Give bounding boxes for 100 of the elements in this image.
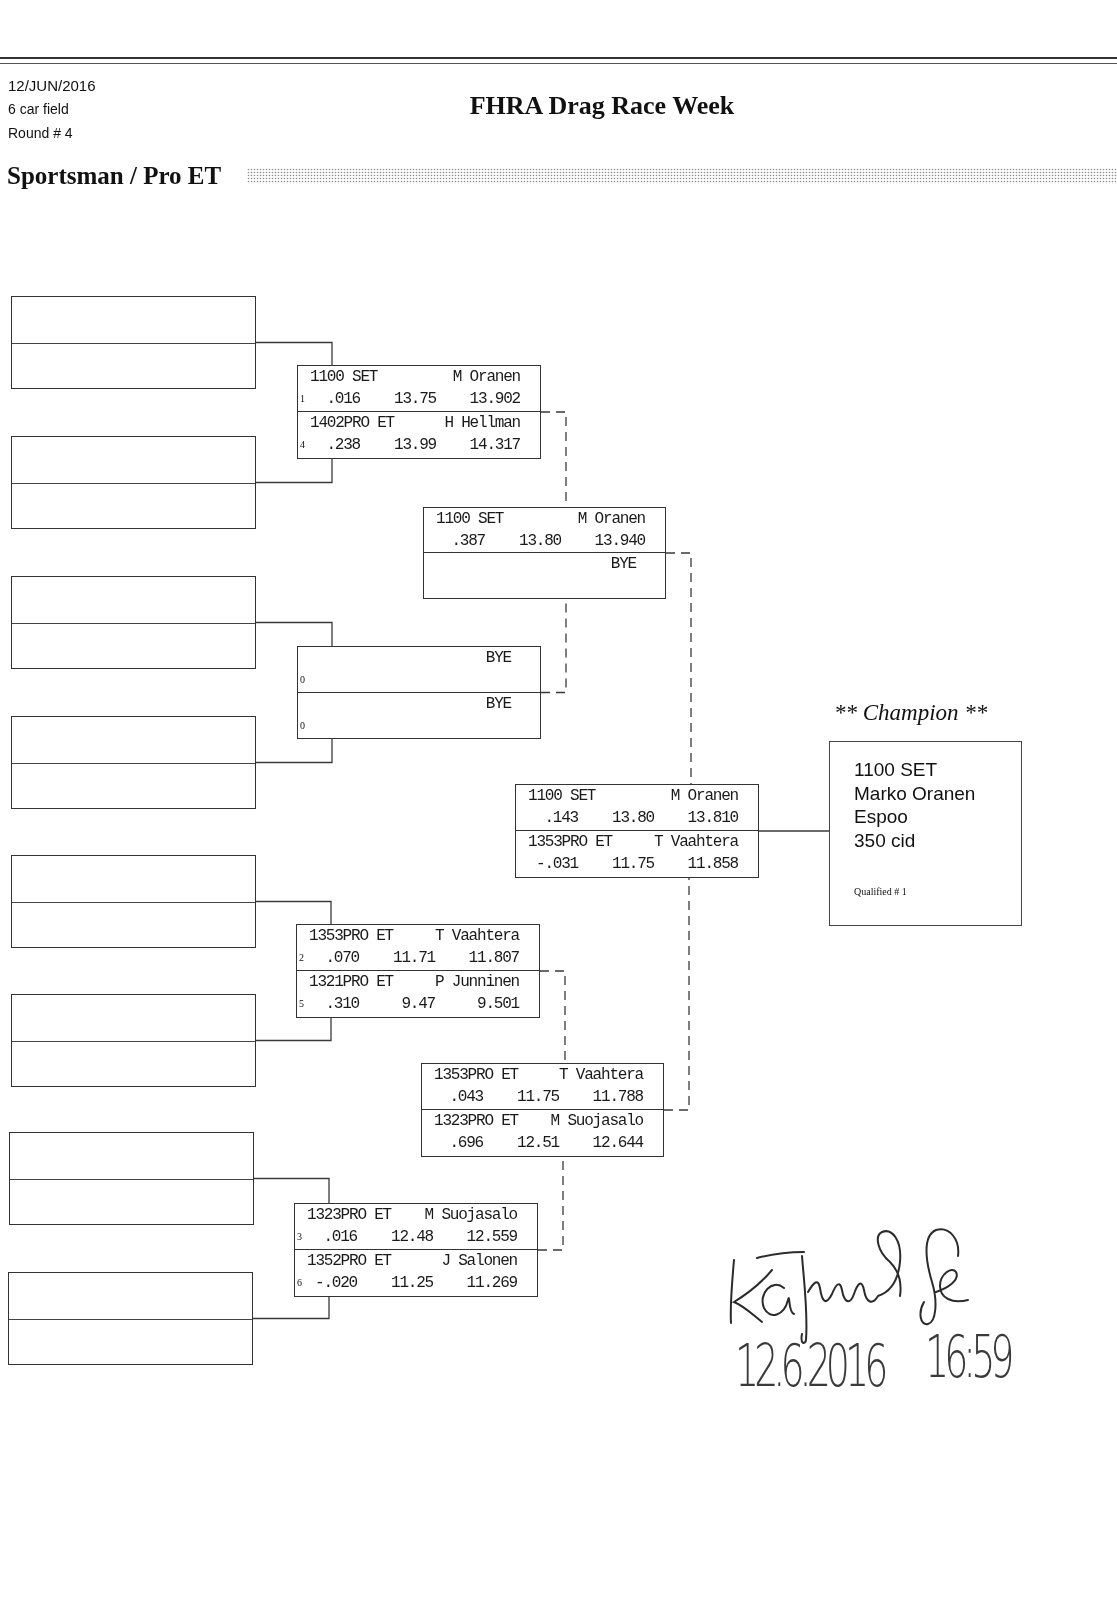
- driver-name: T Vaahtera: [434, 927, 519, 945]
- bracket-line: [255, 1016, 332, 1042]
- entry-box: [9, 1132, 254, 1225]
- car-number-class: 1323PRO ET: [434, 1112, 519, 1130]
- driver-name: T Vaahtera: [653, 833, 738, 851]
- dashed-bracket-line: [663, 876, 690, 1111]
- bracket-line: [255, 621, 333, 648]
- match-box: [515, 784, 759, 878]
- driver-name: T Vaahtera: [558, 1066, 643, 1084]
- seed-number: 0: [300, 719, 305, 731]
- dial-in: 11.75: [612, 855, 654, 873]
- bye-label: BYE: [485, 649, 511, 667]
- bracket-line: [255, 341, 333, 367]
- bracket-line: [253, 1177, 330, 1205]
- driver-name: J Salonen: [441, 1252, 517, 1270]
- seed-number: 0: [300, 674, 305, 685]
- match-box: [296, 924, 540, 1018]
- dial-in: 13.80: [612, 809, 654, 827]
- entrant-slot: [297, 925, 539, 971]
- car-number-class: 1353PRO ET: [434, 1066, 519, 1084]
- driver-name: M Oranen: [577, 510, 645, 528]
- entrant-slot: [295, 1204, 537, 1250]
- car-number-class: 1323PRO ET: [307, 1206, 392, 1224]
- elapsed-time: 12.559: [466, 1228, 517, 1246]
- section-heading: Sportsman / Pro ET: [7, 162, 222, 190]
- entry-box: [11, 716, 256, 809]
- reaction-time: -.020: [315, 1274, 357, 1292]
- dial-in: 12.51: [517, 1134, 559, 1152]
- dial-in: 12.48: [391, 1228, 433, 1246]
- elapsed-time: 13.902: [469, 390, 520, 408]
- bracket-line: [255, 900, 332, 926]
- car-number-class: 1353PRO ET: [528, 833, 613, 851]
- match-box: [294, 1203, 538, 1297]
- dial-in: 9.47: [401, 995, 435, 1013]
- entry-box: [11, 296, 256, 389]
- elapsed-time: 12.644: [592, 1134, 643, 1152]
- hometown: Espoo: [854, 806, 908, 828]
- reaction-time: .696: [449, 1134, 483, 1152]
- elapsed-time: 9.501: [477, 995, 519, 1013]
- page-title: FHRA Drag Race Week: [469, 91, 735, 121]
- bye-label: BYE: [485, 694, 511, 713]
- elapsed-time: 11.269: [466, 1274, 517, 1292]
- car-number-class: 1352PRO ET: [307, 1252, 392, 1270]
- match-box: [423, 507, 666, 599]
- reaction-time: .016: [326, 390, 360, 408]
- reaction-time: .310: [325, 995, 359, 1013]
- qualified-note: Qualified # 1: [854, 886, 907, 898]
- entry-box: [11, 576, 256, 669]
- dial-in: 13.99: [394, 436, 436, 454]
- car-number-class: 1353PRO ET: [309, 927, 394, 945]
- elapsed-time: 13.940: [594, 532, 645, 550]
- bracket-line: [758, 830, 830, 832]
- bracket-line: [255, 737, 333, 764]
- bracket-line: [255, 457, 333, 484]
- car-number-class: 1402PRO ET: [310, 414, 395, 432]
- reaction-time: .070: [325, 949, 359, 967]
- driver-name: Marko Oranen: [854, 782, 976, 805]
- bracket-line: [252, 1295, 330, 1320]
- handwritten-time: 16:59: [925, 1327, 1010, 1386]
- dial-in: 13.80: [519, 532, 561, 550]
- car-number-class: 1100 SET: [854, 759, 938, 781]
- elapsed-time: 11.858: [687, 855, 738, 873]
- match-box: [421, 1063, 664, 1157]
- entry-box: [8, 1272, 253, 1365]
- bye-label: BYE: [610, 555, 636, 573]
- seed-number: 5: [299, 998, 304, 1009]
- car-number-class: 1100 SET: [436, 510, 504, 528]
- dial-in: 11.25: [391, 1274, 433, 1292]
- champion-heading: ** Champion **: [834, 700, 988, 726]
- date-text: 12/JUN/2016: [8, 77, 96, 95]
- dial-in: 11.71: [393, 949, 435, 967]
- dial-in: 11.75: [517, 1088, 559, 1106]
- reaction-time: .143: [544, 809, 578, 827]
- elapsed-time: 13.810: [687, 809, 738, 827]
- driver-name: M Suojasalo: [424, 1206, 517, 1224]
- engine-size: 350 cid: [854, 829, 916, 852]
- match-box: [297, 646, 541, 739]
- car-number-class: 1100 SET: [310, 368, 378, 386]
- entry-box: [11, 855, 256, 948]
- elapsed-time: 11.788: [592, 1088, 643, 1106]
- reaction-time: .238: [326, 436, 360, 454]
- match-box: [297, 365, 541, 459]
- driver-name: H Hellman: [444, 414, 520, 432]
- driver-name: P Junninen: [434, 973, 519, 991]
- driver-name: M Suojasalo: [550, 1112, 643, 1130]
- elapsed-time: 11.807: [468, 949, 519, 967]
- seed-number: 3: [297, 1231, 302, 1242]
- dial-in: 13.75: [394, 390, 436, 408]
- entry-box: [11, 994, 256, 1087]
- elapsed-time: 14.317: [469, 436, 520, 454]
- reaction-time: .387: [451, 532, 485, 550]
- seed-number: 1: [300, 393, 305, 404]
- reaction-time: .016: [323, 1228, 357, 1246]
- entrant-slot: [422, 1064, 663, 1110]
- field-size-text: 6 car field: [8, 100, 69, 118]
- round-text: Round # 4: [8, 124, 73, 142]
- entry-box: [11, 436, 256, 529]
- car-number-class: 1100 SET: [528, 787, 596, 805]
- reaction-time: .043: [449, 1088, 483, 1106]
- driver-name: M Oranen: [452, 368, 520, 386]
